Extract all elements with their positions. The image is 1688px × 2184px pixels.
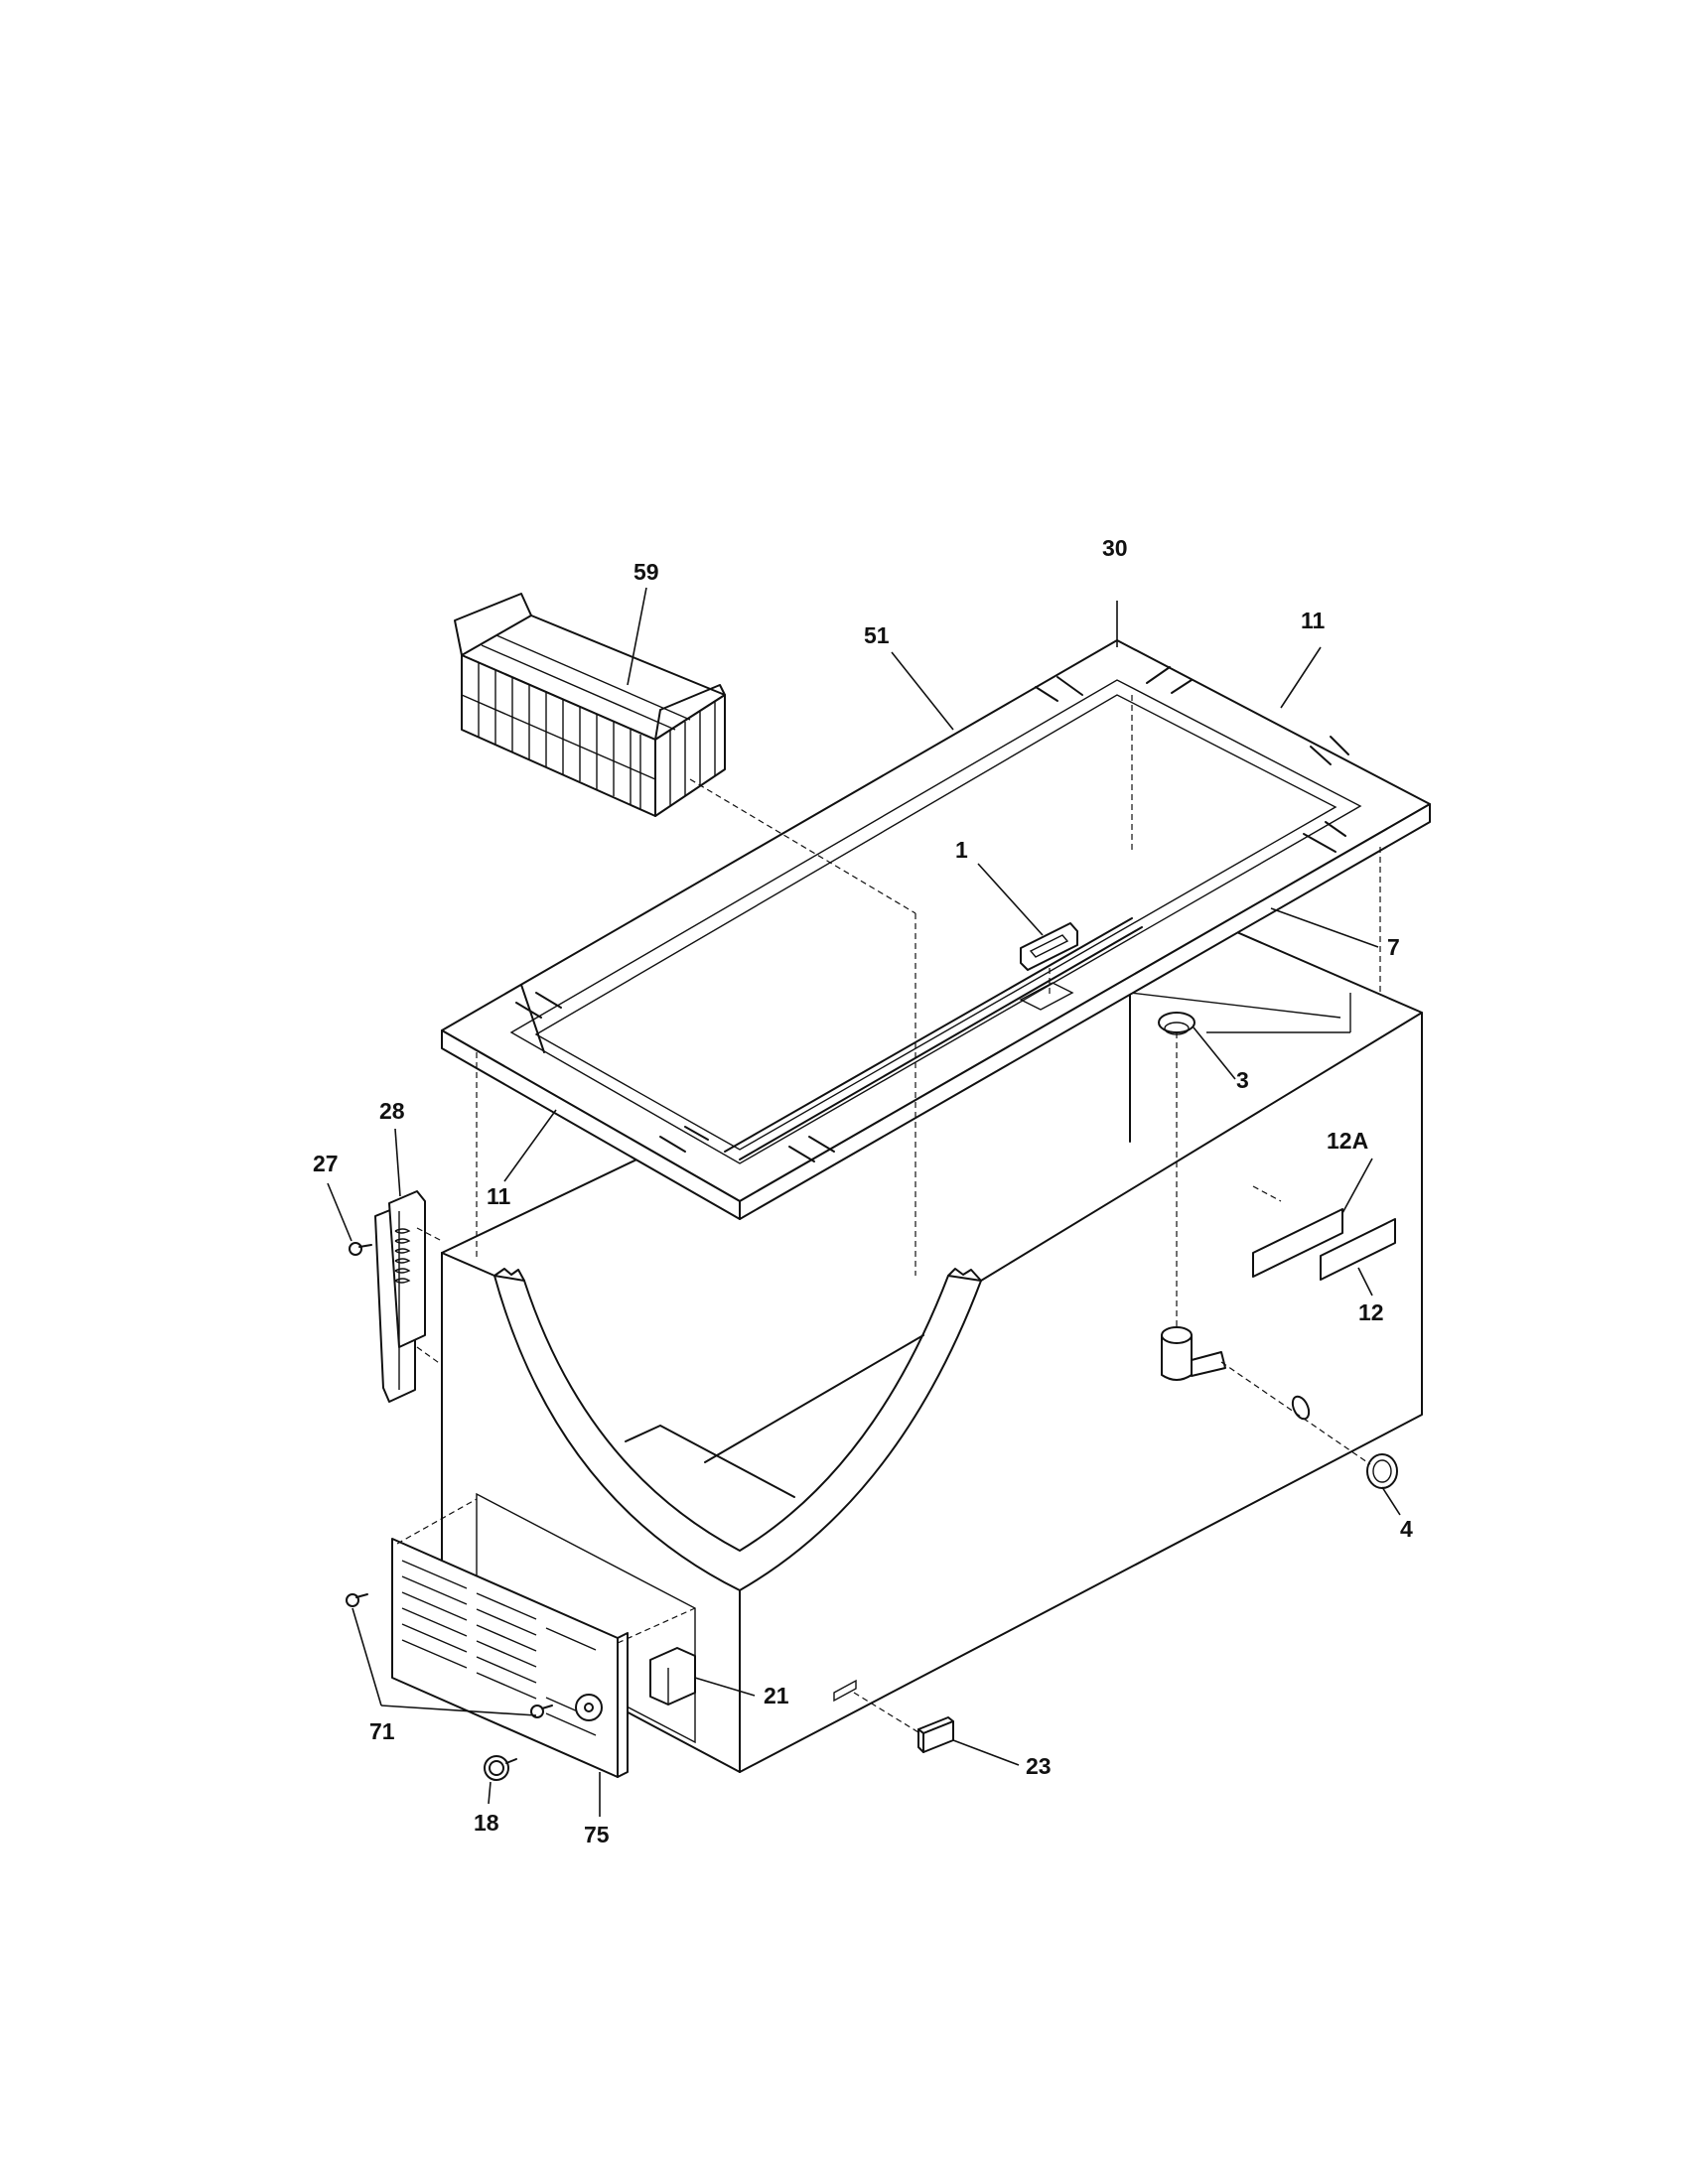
drain-plug-18 (484, 1755, 517, 1781)
callout-30: 30 (1102, 535, 1128, 561)
callout-28: 28 (379, 1098, 405, 1124)
callout-11-lower: 11 (487, 1183, 511, 1209)
light-1 (1020, 922, 1078, 971)
callout-23: 23 (1026, 1753, 1052, 1779)
callout-7: 7 (1387, 934, 1400, 960)
grille-screws (346, 1593, 553, 1718)
hinge-assembly (374, 1190, 426, 1403)
relay-21 (649, 1647, 696, 1706)
callout-4: 4 (1400, 1516, 1413, 1542)
drain-plug-4 (1366, 1453, 1398, 1489)
callout-1: 1 (955, 837, 968, 863)
drain-tube (1161, 1326, 1311, 1421)
callout-12A: 12A (1327, 1128, 1368, 1154)
callout-12: 12 (1358, 1299, 1384, 1325)
callout-71: 71 (369, 1718, 395, 1744)
callout-27: 27 (313, 1151, 339, 1176)
lid-frame (441, 639, 1431, 1220)
callout-11-upper: 11 (1301, 608, 1326, 633)
callout-21: 21 (764, 1683, 789, 1708)
callout-labels: 1 3 4 7 11 11 12 12A 18 21 23 27 28 30 5… (313, 535, 1413, 1847)
hinge-screw (349, 1242, 372, 1256)
wire-basket (454, 593, 726, 817)
compressor-grille (391, 1492, 696, 1778)
leader-lines (327, 587, 1401, 1817)
alignment-lines (396, 695, 1381, 1733)
switch-23 (833, 1679, 954, 1753)
callout-51: 51 (864, 622, 890, 648)
callout-3: 3 (1236, 1067, 1249, 1093)
drain-cap-3 (1158, 1012, 1196, 1035)
callout-59: 59 (633, 559, 659, 585)
callout-75: 75 (584, 1822, 610, 1847)
callout-18: 18 (474, 1810, 499, 1836)
labels-12-12A (1252, 1208, 1396, 1281)
